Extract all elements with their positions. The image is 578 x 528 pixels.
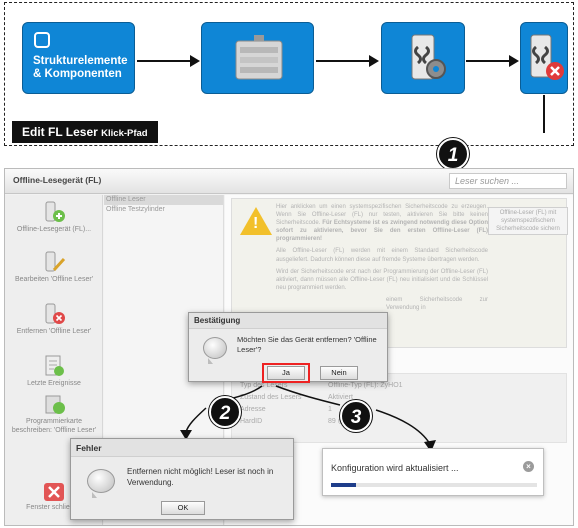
warning-paragraph: Wird der Sicherheitscode erst nach der P… [276, 268, 488, 291]
property-value: Offline-Typ (FL): ZyHO1 [328, 382, 403, 389]
action-sidebar: Offline-Lesegerät (FL)... Bearbeiten 'Of… [5, 195, 103, 525]
reader-add-icon [42, 201, 66, 223]
warning-bold-text: Für Echtsysteme ist es zwingend notwendi… [276, 220, 489, 243]
sidebar-item-edit-reader[interactable]: Bearbeiten 'Offline Leser' [5, 251, 103, 285]
title-bar: Offline-Lesegerät (FL) Leser suchen ... [5, 169, 573, 194]
warning-icon [240, 207, 272, 235]
sidebar-item-label: Bearbeiten 'Offline Leser' [14, 276, 94, 283]
property-value: Aktiviert [328, 394, 353, 401]
close-window-icon [44, 483, 64, 501]
progress-message: Konfiguration wird aktualisiert ... [331, 463, 459, 473]
confirm-dialog: Bestätigung Möchten Sie das Gerät entfer… [188, 312, 388, 383]
flow-step-reader-settings [381, 22, 465, 94]
reader-remove-icon [42, 303, 66, 325]
highlight-box [262, 363, 310, 383]
close-icon[interactable]: × [523, 461, 534, 472]
click-path-title: Edit FL Leser [22, 125, 98, 139]
warning-paragraph: Hier anklicken um einen systemspezifisch… [276, 204, 488, 227]
sidebar-item-remove-reader[interactable]: Entfernen 'Offline Leser' [5, 303, 103, 337]
list-item[interactable]: Offline Testzylinder [106, 206, 165, 213]
click-path-subtitle: Klick-Pfad [101, 128, 148, 139]
device-module-icon [235, 35, 283, 80]
reader-search-input[interactable]: Leser suchen ... [449, 173, 567, 189]
list-item[interactable]: Offline Leser [104, 195, 223, 205]
checkbox-icon [34, 32, 50, 48]
flow-arrow [137, 55, 200, 67]
property-label: HardID [240, 418, 263, 425]
flow-step-label: Strukturelemente & Komponenten [33, 55, 128, 81]
sidebar-item-label: Programmierkarte beschreiben: 'Offline L… [11, 418, 97, 434]
reader-remove-icon [530, 34, 564, 80]
reader-edit-icon [42, 251, 66, 273]
dialog-message: Entfernen nicht möglich! Leser ist noch … [127, 467, 274, 487]
dialog-message: Möchten Sie das Gerät entfernen? 'Offlin… [237, 335, 377, 354]
dialog-title: Bestätigung [189, 313, 387, 329]
click-path-frame [4, 2, 574, 146]
callout-number-3: 3 [340, 400, 372, 432]
sidebar-item-program-card[interactable]: Programmierkarte beschreiben: 'Offline L… [5, 393, 103, 436]
progress-fill [331, 483, 356, 487]
property-label: Typ des Lesers [240, 382, 288, 389]
no-button[interactable]: Nein [320, 366, 358, 380]
flow-arrow [316, 55, 379, 67]
reader-gear-icon [411, 34, 446, 80]
flow-arrow [466, 55, 519, 67]
message-icon [87, 469, 115, 498]
sidebar-item-last-events[interactable]: Letzte Ereignisse [5, 355, 103, 389]
events-icon [42, 355, 66, 377]
callout-number-2: 2 [209, 396, 241, 428]
warning-text: Hier anklicken um einen systemspezifisch… [276, 203, 488, 316]
sidebar-item-label: Letzte Ereignisse [27, 380, 81, 387]
flow-step-components [201, 22, 314, 94]
sidebar-item-label: Fenster schließen [26, 504, 82, 511]
warning-paragraph: einem Sicherheitscode zur Verwendung in [386, 296, 488, 312]
ok-button[interactable]: OK [161, 501, 205, 515]
config-update-popup: Konfiguration wird aktualisiert ... × [322, 448, 544, 496]
flow-step-reader-remove [520, 22, 568, 94]
callout-number-1: 1 [437, 138, 469, 170]
question-icon [203, 337, 227, 364]
property-label: Zustand des Lesers [240, 394, 302, 401]
flow-step-structure-elements: Strukturelemente & Komponenten [22, 22, 135, 94]
sidebar-item-add-reader[interactable]: Offline-Lesegerät (FL)... [5, 201, 103, 235]
sidebar-item-label: Offline-Lesegerät (FL)... [16, 226, 92, 233]
reader-properties: Typ des Lesers Offline-Typ (FL): ZyHO1 Z… [231, 373, 567, 443]
click-path-label: Edit FL Leser Klick-Pfad [12, 121, 158, 143]
yes-button[interactable]: Ja [267, 366, 305, 380]
error-dialog: Fehler Entfernen nicht möglich! Leser is… [70, 438, 294, 520]
progress-track [331, 483, 537, 487]
sidebar-item-label: Entfernen 'Offline Leser' [16, 328, 92, 335]
callout-connector [543, 95, 545, 133]
sidebar-item-close-window[interactable]: Fenster schließen [5, 483, 103, 513]
property-label: Adresse [240, 406, 266, 413]
dialog-title: Fehler [71, 439, 293, 457]
window-title: Offline-Lesegerät (FL) [13, 175, 102, 185]
program-card-icon [42, 393, 66, 415]
warning-paragraph: Alle Offline-Leser (FL) werden mit einem… [276, 248, 488, 263]
property-value: 1 [328, 406, 332, 413]
secure-reader-button[interactable]: Offline-Leser (FL) mit systemspezifische… [488, 207, 568, 235]
